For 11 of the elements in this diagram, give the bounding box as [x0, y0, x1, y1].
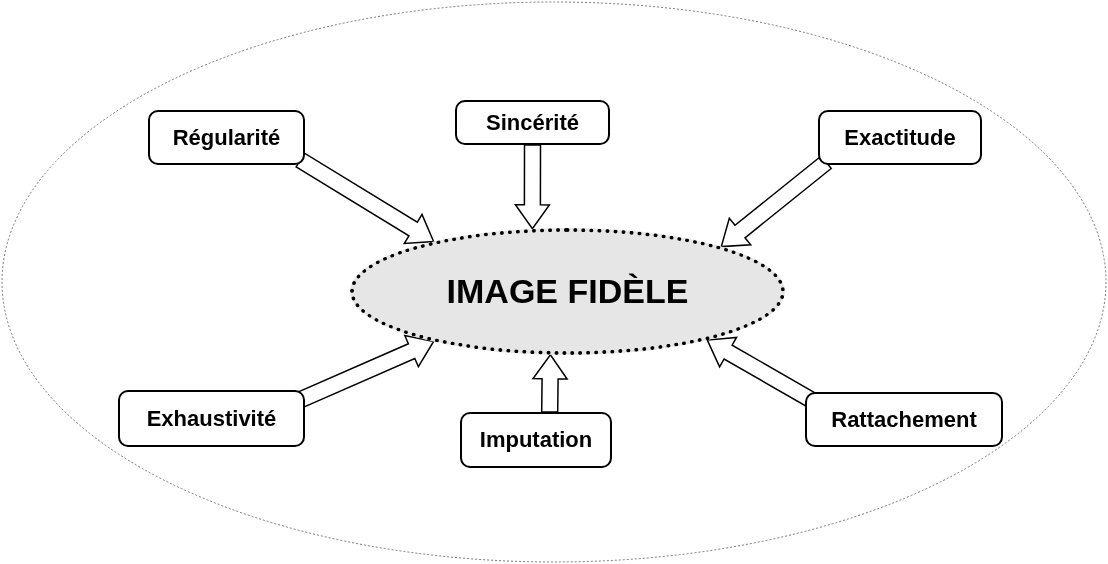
principle-box: Exhaustivité — [118, 390, 305, 447]
block-arrow — [706, 336, 817, 409]
principle-box: Imputation — [460, 412, 612, 468]
principle-box: Exactitude — [818, 110, 982, 165]
central-ellipse: IMAGE FIDÈLE — [350, 228, 785, 355]
principle-box: Sincérité — [455, 100, 610, 145]
block-arrow — [513, 144, 551, 231]
block-arrow — [295, 152, 435, 245]
principle-box: Rattachement — [805, 392, 1003, 447]
principle-box: Régularité — [148, 110, 305, 165]
block-arrow — [531, 353, 569, 413]
